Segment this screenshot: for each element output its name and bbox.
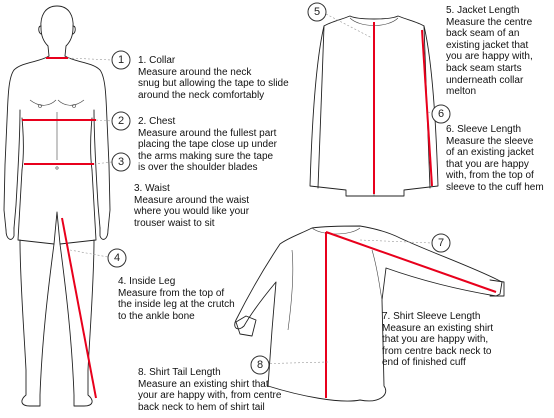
callout-8: 8 <box>250 355 270 375</box>
label-title: 3. Waist <box>134 183 170 194</box>
label-description: Measure around the neck snug but allowin… <box>138 66 289 101</box>
label-title: 7. Shirt Sleeve Length <box>382 311 481 322</box>
label-title: 4. Inside Leg <box>118 276 176 287</box>
callout-number: 2 <box>118 115 124 127</box>
label-collar: 1. Collar Measure around the neck snug b… <box>138 55 289 101</box>
callout-number: 8 <box>257 359 263 371</box>
label-title: 5. Jacket Length <box>446 5 520 16</box>
shirt-sleeve-measure-line <box>325 231 497 293</box>
callout-number: 4 <box>114 252 120 264</box>
man-figure <box>3 5 113 407</box>
label-title: 8. Shirt Tail Length <box>138 367 221 378</box>
callout-number: 5 <box>314 6 320 18</box>
label-sleeve-length: 6. Sleeve Length Measure the sleeve of a… <box>446 124 544 194</box>
label-title: 6. Sleeve Length <box>446 124 522 135</box>
callout-7: 7 <box>431 233 451 253</box>
callout-2: 2 <box>111 111 131 131</box>
label-description: Measure from the top of the inside leg a… <box>118 287 235 322</box>
callout-5: 5 <box>307 2 327 22</box>
label-description: Measure an existing shirt that you are h… <box>382 322 494 369</box>
label-description: Measure the centre back seam of an exist… <box>446 16 533 98</box>
label-chest: 2. Chest Measure around the fullest part… <box>138 116 277 174</box>
label-description: Measure an existing shirt that your are … <box>138 378 282 413</box>
shirt-figure <box>234 225 505 402</box>
label-inside-leg: 4. Inside Leg Measure from the top of th… <box>118 276 235 322</box>
callout-6: 6 <box>431 104 451 124</box>
label-jacket-length: 5. Jacket Length Measure the centre back… <box>446 5 533 98</box>
inside-leg-measure-line <box>61 217 97 399</box>
jacket-sleeve-measure-line <box>421 29 433 187</box>
label-description: Measure the sleeve of an existing jacket… <box>446 135 544 193</box>
label-waist: 3. Waist Measure around the waist where … <box>134 183 249 229</box>
label-shirt-sleeve-length: 7. Shirt Sleeve Length Measure an existi… <box>382 311 493 369</box>
label-description: Measure around the fullest part placing … <box>138 127 277 174</box>
callout-number: 1 <box>118 54 124 66</box>
callout-number: 3 <box>118 156 124 168</box>
callout-number: 7 <box>438 237 444 249</box>
label-shirt-tail-length: 8. Shirt Tail Length Measure an existing… <box>138 367 281 413</box>
callout-4: 4 <box>107 248 127 268</box>
label-description: Measure around the waist where you would… <box>134 194 250 229</box>
jacket-figure <box>309 13 439 197</box>
label-title: 1. Collar <box>138 55 176 66</box>
callout-number: 6 <box>438 108 444 120</box>
callout-3: 3 <box>111 152 131 172</box>
callout-1: 1 <box>111 50 131 70</box>
label-title: 2. Chest <box>138 116 176 127</box>
